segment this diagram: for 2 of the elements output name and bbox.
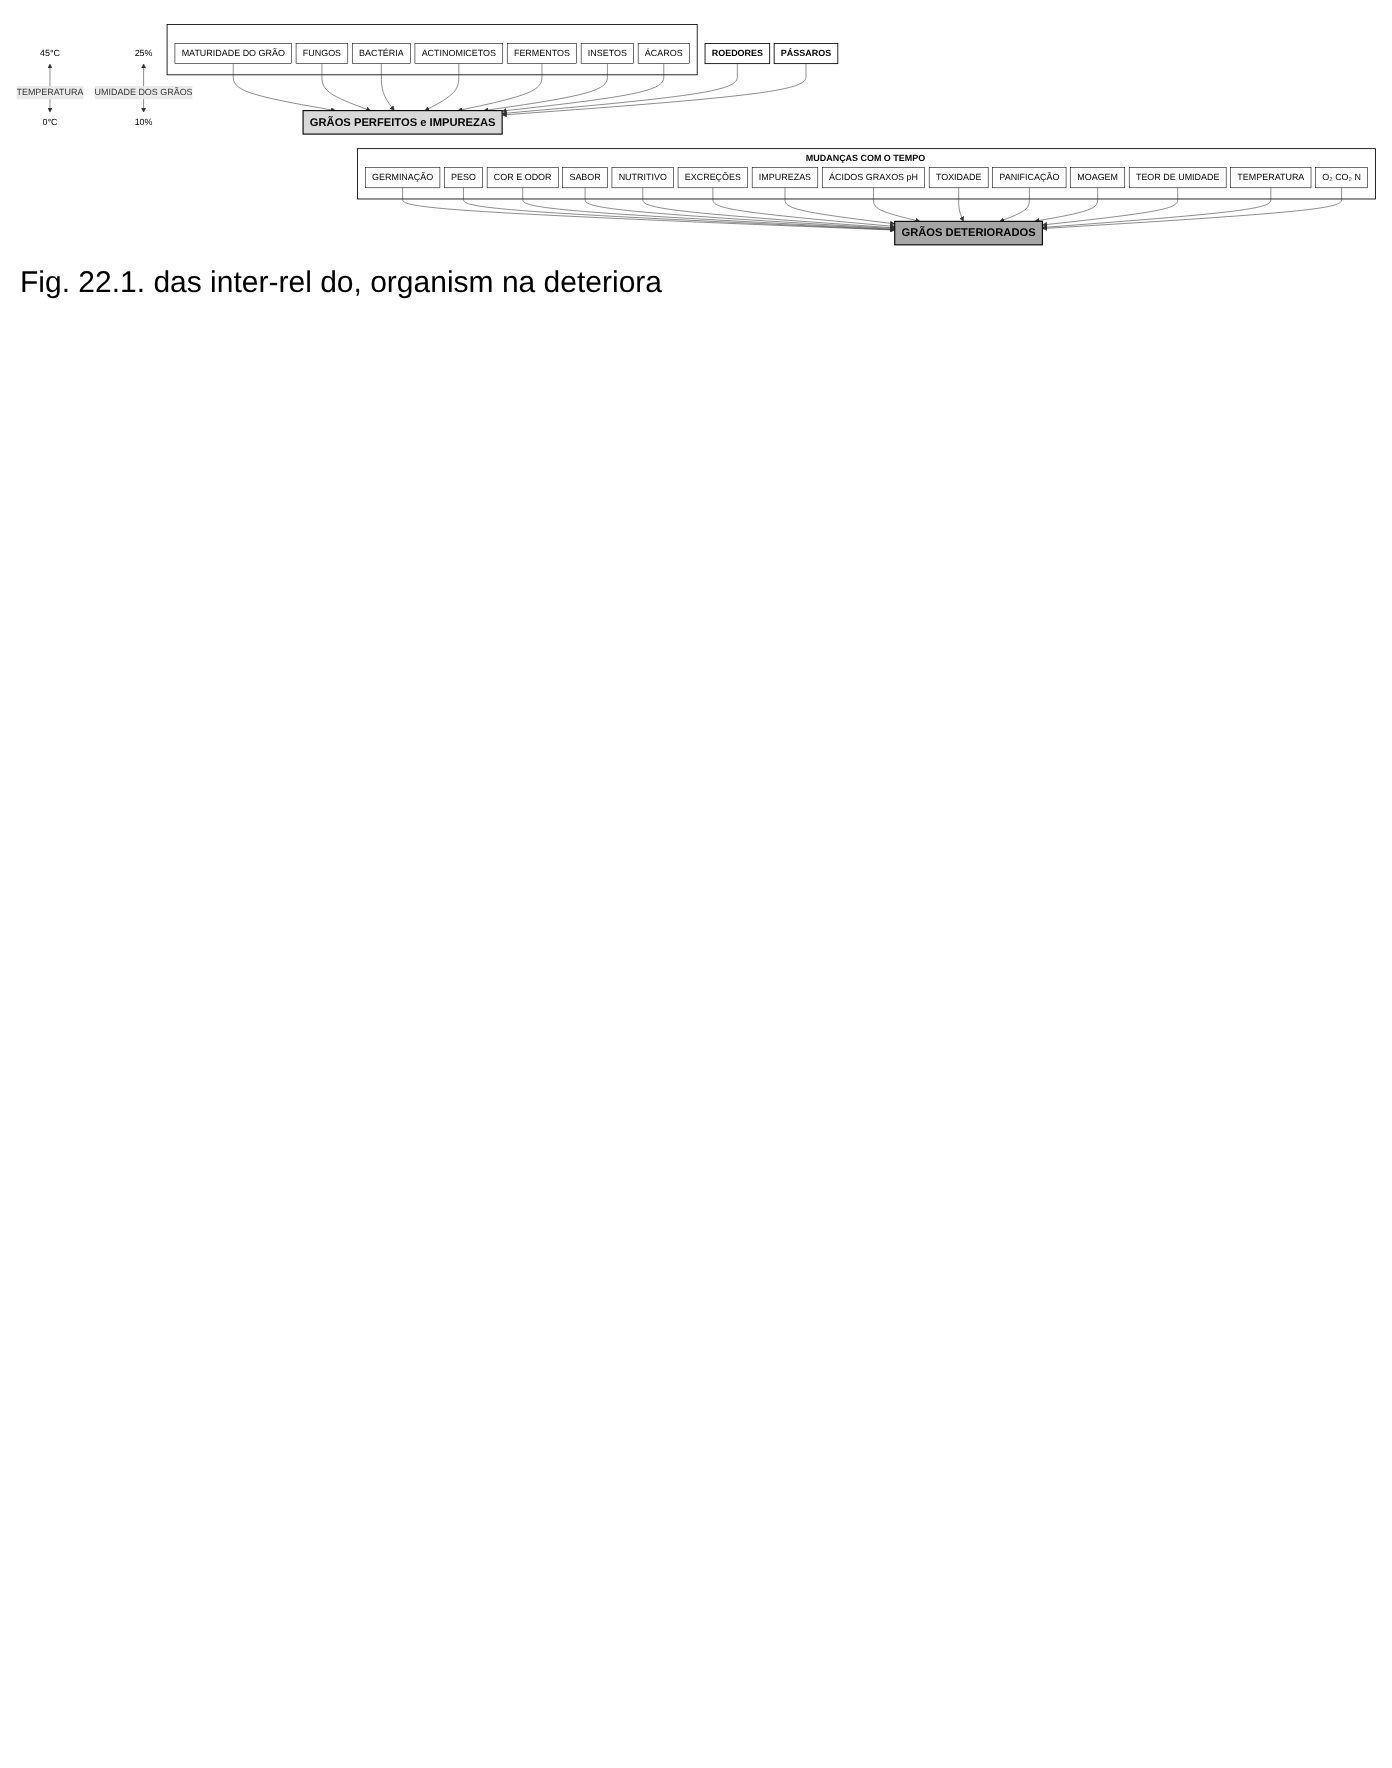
cluster <box>166 24 698 76</box>
figure-caption: Fig. 22.1. das inter-rel do, organism na deteriora <box>20 265 664 300</box>
